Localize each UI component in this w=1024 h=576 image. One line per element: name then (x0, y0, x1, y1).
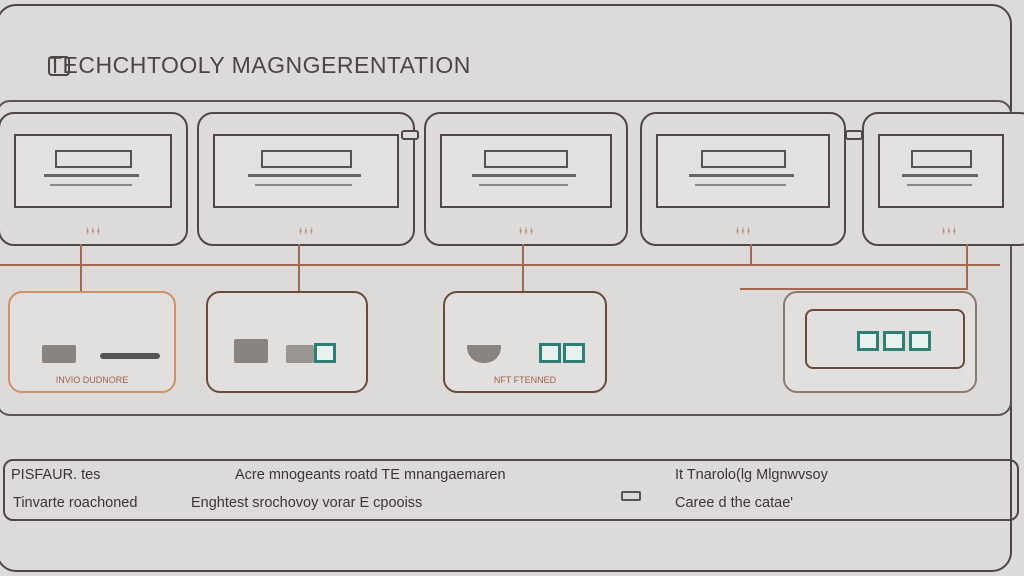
legend-panel: PISFAUR. tes Tinvarte roachoned Acre mno… (3, 459, 1019, 521)
top-node-3: ᚼᚼᚼ (424, 112, 628, 246)
device-icon (234, 339, 268, 363)
legend-text: PISFAUR. tes (11, 467, 101, 483)
legend-text: It Tnarolo(lg Mlgnwvsoy (675, 467, 828, 483)
connector (845, 130, 863, 140)
tool-icon (100, 353, 160, 359)
bottom-node-1: INVIO DUDNORE (8, 291, 176, 393)
monitor-icon (656, 134, 830, 208)
top-node-1: ᚼᚼᚼ (0, 112, 188, 246)
legend-text: Enghtest srochovoy vorar E cpooiss (191, 495, 423, 511)
dash-icon (621, 491, 641, 501)
link-line (740, 288, 968, 290)
top-node-4: ᚼᚼᚼ (640, 112, 846, 246)
top-node-5: ᚼᚼᚼ (862, 112, 1024, 246)
device-icon (467, 345, 501, 363)
link-line (966, 244, 968, 288)
node-tag: ᚼᚼᚼ (517, 226, 535, 236)
panel-icon (857, 331, 879, 351)
inner-panel (805, 309, 965, 369)
panel-icon (909, 331, 931, 351)
bottom-node-2 (206, 291, 368, 393)
monitor-icon (14, 134, 172, 208)
node-tag: ᚼᚼᚼ (297, 226, 315, 236)
monitor-icon (878, 134, 1004, 208)
device-icon (42, 345, 76, 363)
link-line (80, 244, 82, 292)
monitor-icon (440, 134, 612, 208)
top-node-2: ᚼᚼᚼ (197, 112, 415, 246)
node-tag: ᚼᚼᚼ (84, 226, 102, 236)
flow-group (0, 100, 1012, 416)
link-line (298, 244, 300, 292)
link-line (750, 244, 752, 266)
legend-text: Tinvarte roachoned (13, 495, 138, 511)
diagram-title: TECHCHTOOLY MAGNGERENTATION (48, 52, 471, 78)
bus-line (0, 264, 1000, 266)
panel-icon (314, 343, 336, 363)
node-tag: ᚼᚼᚼ (734, 226, 752, 236)
connector (401, 130, 419, 140)
title-icon (48, 56, 70, 76)
node-tag: ᚼᚼᚼ (940, 226, 958, 236)
legend-text: Caree d the catae' (675, 495, 794, 511)
monitor-icon (213, 134, 399, 208)
panel-icon (563, 343, 585, 363)
panel-icon (539, 343, 561, 363)
node-label: INVIO DUDNORE (55, 375, 129, 385)
bottom-node-4 (783, 291, 977, 393)
link-line (522, 244, 524, 292)
panel-icon (883, 331, 905, 351)
node-label: NFT FTENNED (493, 375, 557, 385)
legend-text: Acre mnogeants roatd TE mnangaemaren (235, 467, 506, 483)
bottom-node-3: NFT FTENNED (443, 291, 607, 393)
device-icon (286, 345, 314, 363)
